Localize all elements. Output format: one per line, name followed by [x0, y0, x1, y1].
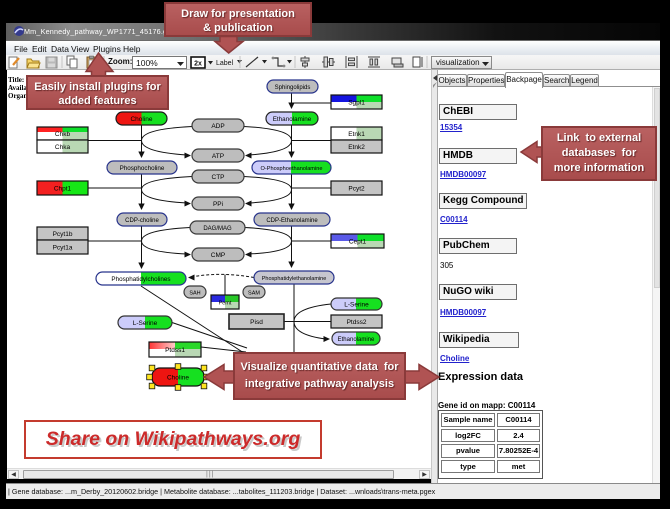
svg-text:Chkb: Chkb [55, 131, 71, 138]
svg-text:CDP-choline: CDP-choline [125, 218, 159, 224]
svg-text:ADP: ADP [211, 123, 224, 130]
svg-text:Ptdss2: Ptdss2 [347, 319, 367, 326]
svg-text:Title:: Title: [8, 76, 24, 84]
svg-text:SAH: SAH [189, 290, 200, 296]
svg-text:CDP-Ethanolamine: CDP-Ethanolamine [266, 218, 318, 224]
svg-text:2x: 2x [194, 61, 202, 68]
svg-text:Pcyt1a: Pcyt1a [53, 244, 73, 251]
svg-text:Phosphatidylcholines: Phosphatidylcholines [111, 276, 170, 283]
svg-text:L-Serine: L-Serine [344, 301, 369, 308]
svg-text:Organis: Organis [8, 92, 32, 100]
svg-text:Etnk2: Etnk2 [348, 144, 365, 151]
svg-text:Ptdss1: Ptdss1 [165, 347, 185, 354]
svg-text:SAM: SAM [248, 290, 260, 296]
svg-text:Pcyt1b: Pcyt1b [53, 231, 73, 238]
svg-text:DAG/MAG: DAG/MAG [203, 226, 232, 232]
svg-text:Etnk1: Etnk1 [348, 131, 365, 138]
svg-text:L-Serine: L-Serine [133, 320, 158, 327]
svg-text:Chka: Chka [55, 144, 71, 151]
svg-text:Pcyt2: Pcyt2 [348, 185, 365, 192]
svg-text:Ethanolamine: Ethanolamine [273, 116, 312, 123]
svg-text:Sphingolipids: Sphingolipids [275, 85, 311, 91]
svg-text:Ethanolamine: Ethanolamine [338, 337, 375, 343]
svg-text:Choline: Choline [130, 116, 152, 123]
svg-text:Pemt: Pemt [219, 300, 232, 306]
svg-text:PPi: PPi [213, 201, 223, 208]
svg-text:O-Phosphoethanolamine: O-Phosphoethanolamine [261, 166, 323, 172]
svg-text:Pisd: Pisd [250, 319, 263, 326]
svg-text:Sgpl1: Sgpl1 [348, 99, 365, 106]
svg-text:Choline: Choline [167, 375, 189, 382]
svg-text:ATP: ATP [212, 153, 224, 160]
svg-text:Availab: Availab [8, 84, 31, 92]
svg-text:Phosphocholine: Phosphocholine [120, 165, 165, 172]
svg-text:Chpt1: Chpt1 [54, 185, 72, 192]
svg-text:Label: Label [216, 60, 234, 67]
svg-text:Cept1: Cept1 [349, 238, 367, 245]
svg-text:CTP: CTP [212, 174, 225, 181]
svg-text:Phosphatidylethanolamine: Phosphatidylethanolamine [262, 276, 327, 282]
svg-text:CMP: CMP [211, 252, 225, 259]
